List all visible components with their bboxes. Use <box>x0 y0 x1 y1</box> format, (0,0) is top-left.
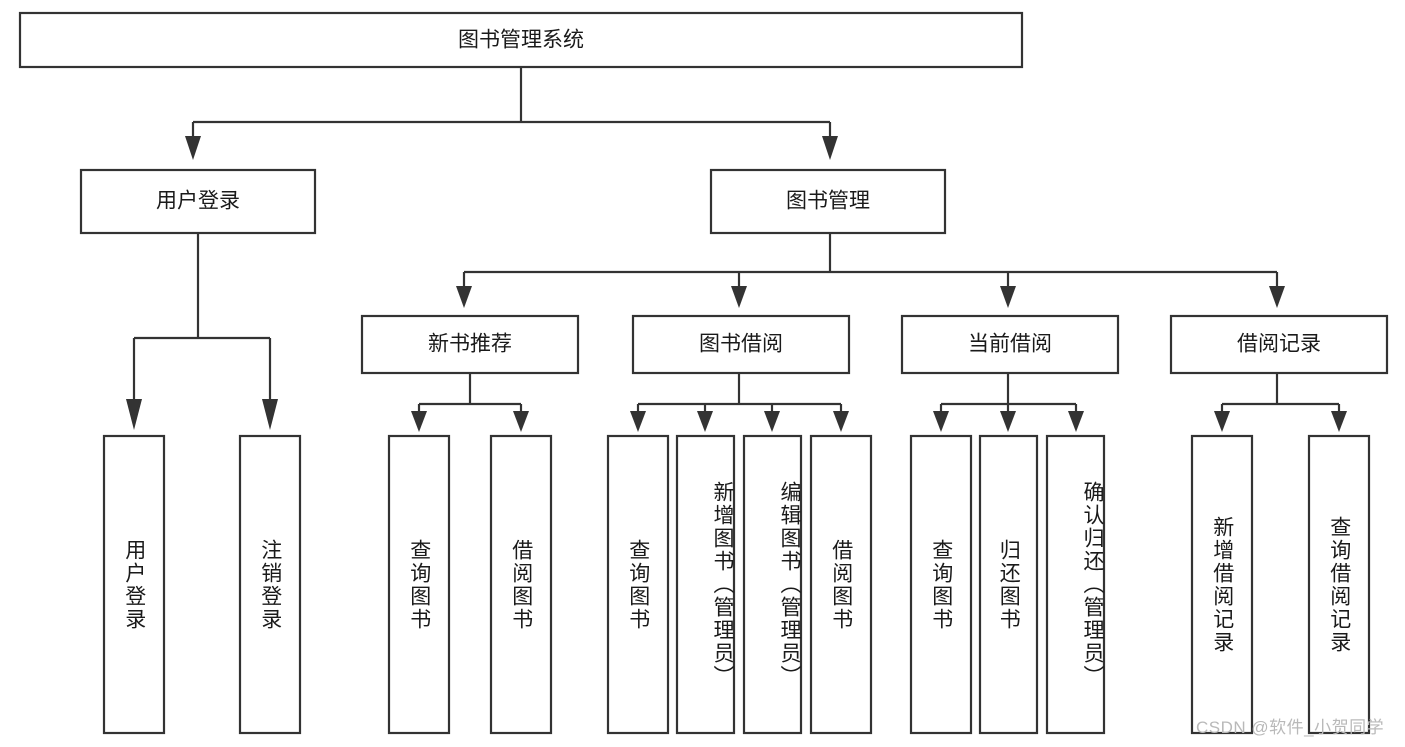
csdn-watermark: CSDN @软件_小贺同学 <box>1196 718 1385 737</box>
connector-group-user-login <box>126 233 278 430</box>
node-box-leaf-borrow-book-1[interactable] <box>489 434 553 735</box>
arrow-head-book-borrow <box>731 286 747 308</box>
arrow-head-leaf-confirm-return <box>1068 411 1084 432</box>
arrow-head-leaf-borrow-book-1 <box>513 411 529 432</box>
node-box-leaf-edit-book[interactable] <box>742 434 803 735</box>
node-box-new-book-rec[interactable] <box>360 314 580 375</box>
node-label-new-book-rec: 新书推荐 <box>428 333 512 356</box>
node-label-book-borrow: 图书借阅 <box>699 333 783 356</box>
node-box-book-borrow[interactable] <box>631 314 851 375</box>
arrow-head-leaf-logout <box>262 399 278 430</box>
node-box-leaf-logout[interactable] <box>238 434 302 735</box>
node-box-current-borrow[interactable] <box>900 314 1120 375</box>
node-label-current-borrow: 当前借阅 <box>968 333 1052 356</box>
node-label-borrow-record: 借阅记录 <box>1237 333 1321 356</box>
node-box-leaf-borrow-book-2[interactable] <box>809 434 873 735</box>
node-box-leaf-add-book[interactable] <box>675 434 736 735</box>
arrow-head-leaf-query-book-2 <box>630 411 646 432</box>
node-box-book-manage[interactable] <box>709 168 947 235</box>
arrow-head-book-manage <box>822 136 838 160</box>
connector-group-root <box>185 68 838 160</box>
node-box-borrow-record[interactable] <box>1169 314 1389 375</box>
node-label-user-login: 用户登录 <box>156 190 240 213</box>
arrow-head-leaf-add-book <box>697 411 713 432</box>
arrow-head-current-borrow <box>1000 286 1016 308</box>
connector-group-current-borrow <box>933 373 1084 432</box>
node-box-leaf-add-record[interactable] <box>1190 434 1254 735</box>
arrow-head-leaf-user-login <box>126 399 142 430</box>
node-box-user-login[interactable] <box>79 168 317 235</box>
arrow-head-leaf-query-book-1 <box>411 411 427 432</box>
node-box-leaf-query-book-1[interactable] <box>387 434 451 735</box>
arrow-head-new-book-rec <box>456 286 472 308</box>
node-label-root: 图书管理系统 <box>458 29 584 52</box>
arrow-head-leaf-add-record <box>1214 411 1230 432</box>
connector-group-book-borrow <box>630 373 849 432</box>
node-box-leaf-query-book-2[interactable] <box>606 434 670 735</box>
node-box-leaf-query-record[interactable] <box>1307 434 1371 735</box>
arrow-head-leaf-borrow-book-2 <box>833 411 849 432</box>
node-box-root[interactable] <box>18 11 1024 69</box>
connector-group-borrow-record <box>1214 373 1347 432</box>
node-label-book-manage: 图书管理 <box>786 190 870 213</box>
arrow-head-leaf-query-record <box>1331 411 1347 432</box>
connector-group-book-manage <box>456 233 1285 308</box>
arrow-head-leaf-query-book-3 <box>933 411 949 432</box>
arrow-head-user-login <box>185 136 201 160</box>
node-box-leaf-user-login[interactable] <box>102 434 166 735</box>
arrow-head-borrow-record <box>1269 286 1285 308</box>
arrow-head-leaf-edit-book <box>764 411 780 432</box>
connector-group-new-book-rec <box>411 373 529 432</box>
node-box-leaf-confirm-return[interactable] <box>1045 434 1106 735</box>
arrow-head-leaf-return-book <box>1000 411 1016 432</box>
node-box-leaf-query-book-3[interactable] <box>909 434 973 735</box>
node-box-leaf-return-book[interactable] <box>978 434 1039 735</box>
